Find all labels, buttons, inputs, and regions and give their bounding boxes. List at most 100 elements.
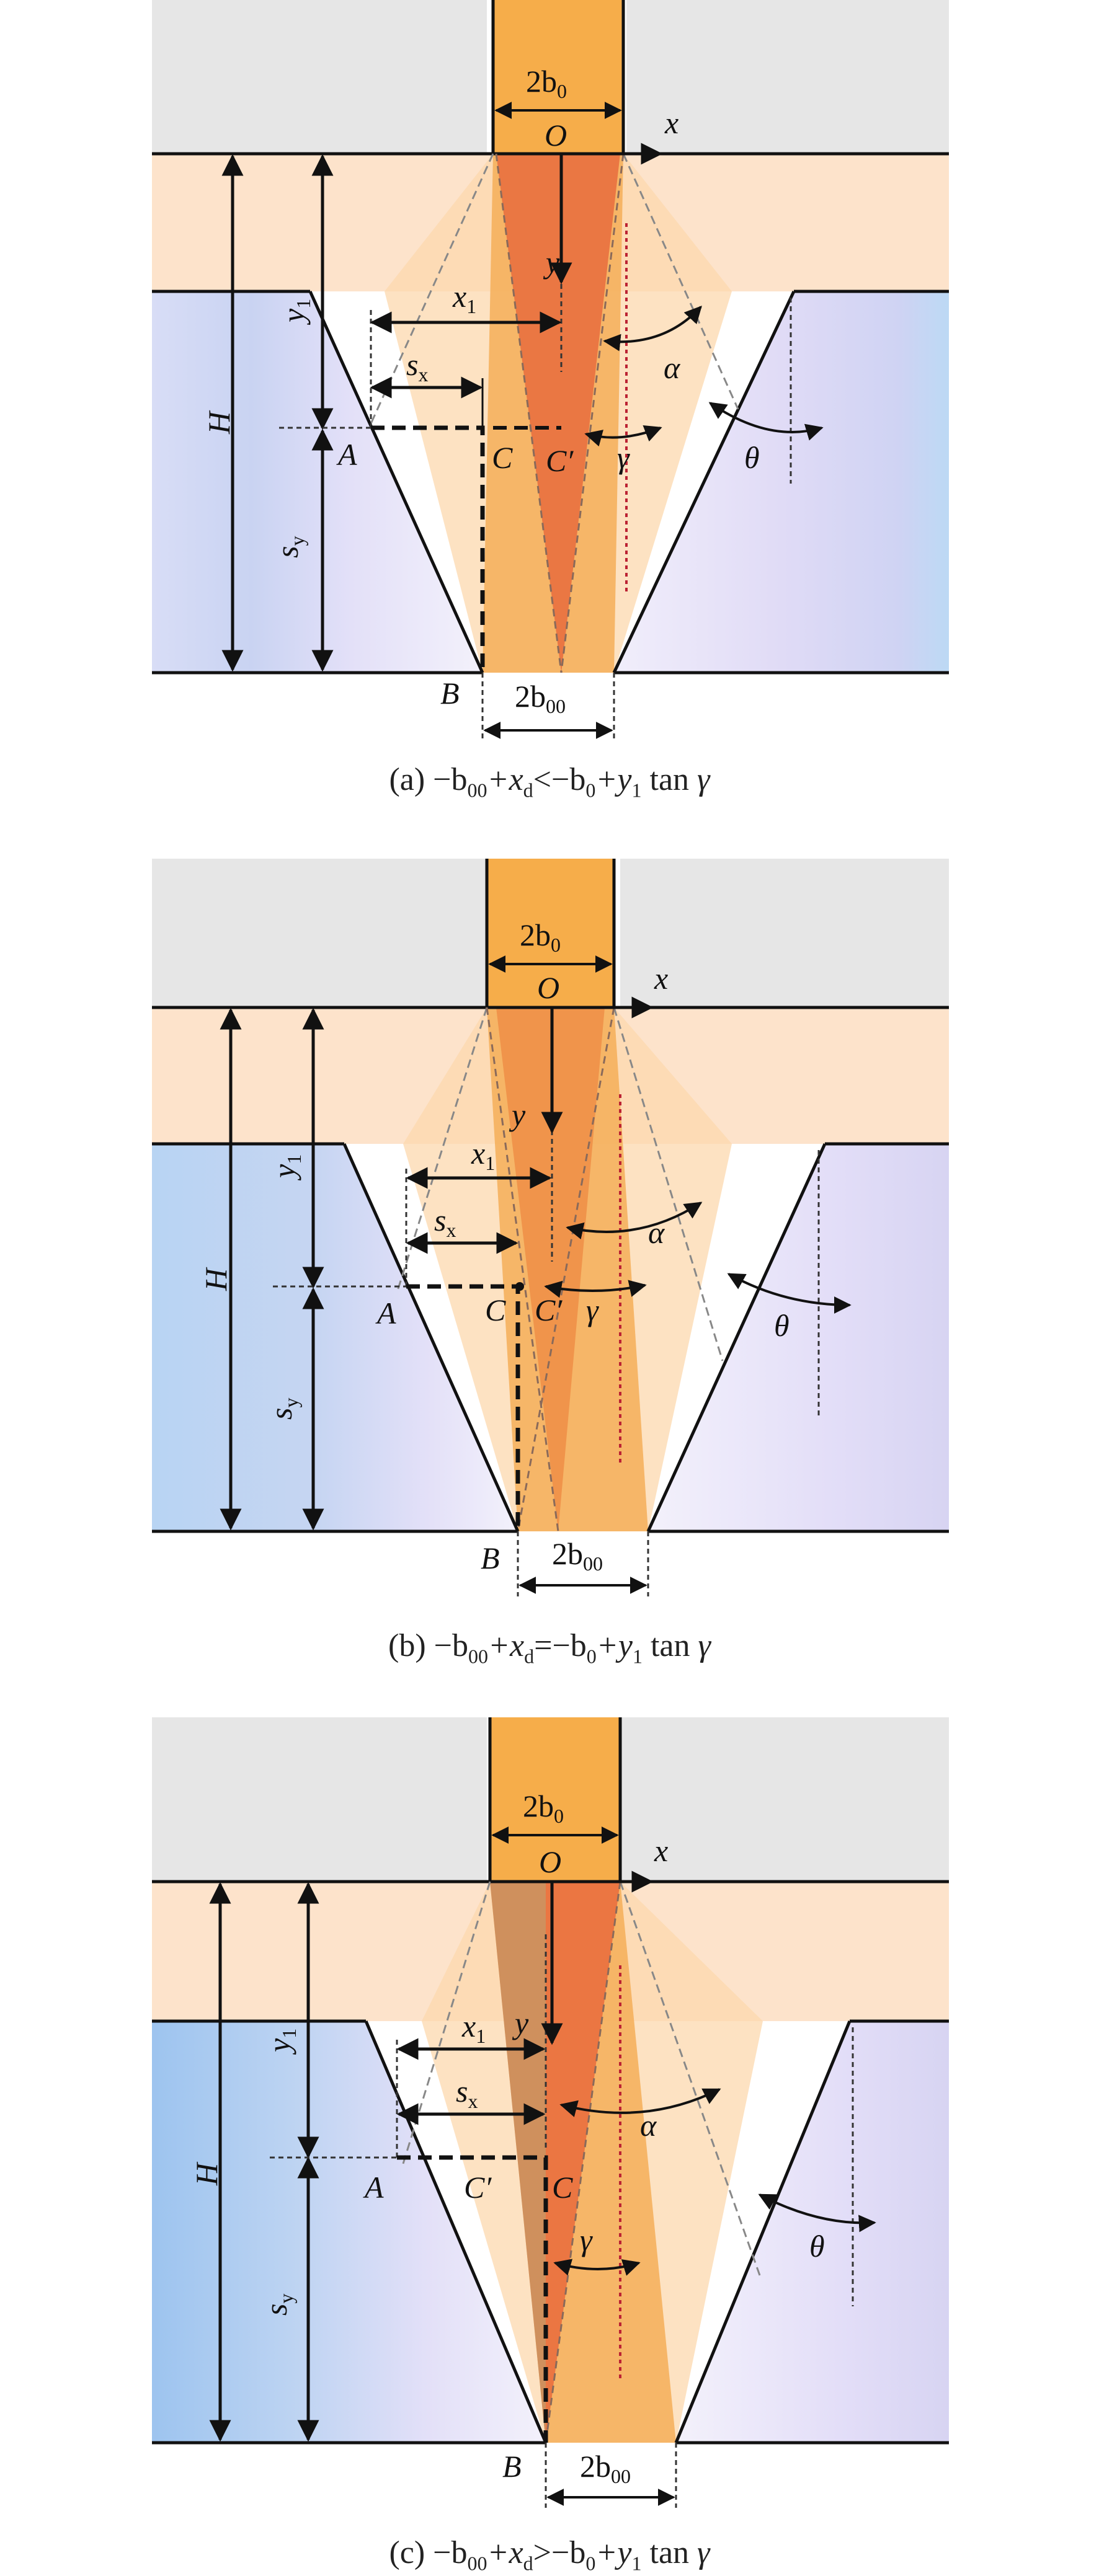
gamma-ref-line-2 <box>495 153 563 673</box>
label-A: A <box>363 2170 384 2205</box>
label-C: C <box>492 440 513 475</box>
groove-right-flank <box>646 1143 827 1533</box>
label-sy: sy <box>270 536 308 558</box>
caption-b: (b) −b00+xd=−b0+y1 tan γ <box>388 1628 711 1668</box>
wall-right <box>648 1144 949 1531</box>
cone-dashed-right <box>622 153 739 410</box>
label-C: C <box>552 2170 573 2205</box>
path-ACB <box>397 2155 548 2443</box>
label-2b00: 2b00 <box>552 1536 603 1575</box>
label-A: A <box>336 437 357 472</box>
tool-block-left <box>152 859 487 1007</box>
label-theta: θ <box>774 1308 790 1343</box>
gamma-ref-line <box>560 153 625 673</box>
label-C-prime: C′ <box>546 443 574 478</box>
beam-column <box>490 1717 620 1882</box>
label-2b0: 2b0 <box>526 64 567 102</box>
label-y1: y1 <box>276 299 314 325</box>
beam-column <box>487 859 614 1007</box>
label-H: H <box>202 410 236 435</box>
label-sx: sx <box>456 2074 478 2112</box>
gamma-ref-line <box>545 1881 621 2443</box>
gamma-arc <box>553 2259 641 2276</box>
label-C-prime: C′ <box>535 1293 563 1327</box>
label-x1: x1 <box>461 2009 486 2047</box>
label-H: H <box>198 1267 233 1291</box>
label-alpha: α <box>648 1215 665 1250</box>
cone-dashed-right <box>619 1881 761 2276</box>
label-y-axis: y <box>509 1097 526 1132</box>
alpha-arc <box>566 1202 703 1240</box>
panel-b: 2b0 O x y H y1 sy x1 sx A B C C′ α γ θ 2… <box>0 859 1099 1717</box>
label-y1: y1 <box>262 2029 300 2055</box>
wall-left <box>152 1144 518 1531</box>
tool-block-left <box>152 1717 487 1882</box>
alpha-arc <box>559 2088 721 2117</box>
label-O: O <box>545 118 567 153</box>
gamma-ref-line <box>517 1007 615 1532</box>
label-y1: y1 <box>267 1154 305 1181</box>
label-gamma: γ <box>580 2223 593 2257</box>
label-x1: x1 <box>471 1136 495 1174</box>
label-sx: sx <box>406 347 428 386</box>
label-2b00: 2b00 <box>580 2449 631 2487</box>
diagram-b: 2b0 O x y H y1 sy x1 sx A B C C′ α γ θ 2… <box>152 859 949 1596</box>
beam-core <box>496 1007 605 1531</box>
wall-left <box>152 2021 546 2443</box>
label-gamma: γ <box>617 440 630 475</box>
theta-arc <box>758 2193 876 2233</box>
label-y-axis: y <box>512 2006 529 2040</box>
groove-right-flank <box>612 290 796 674</box>
label-theta: θ <box>809 2229 825 2264</box>
gamma-ref-line-2 <box>486 1007 559 1532</box>
tool-block-right <box>620 859 949 1007</box>
label-2b00: 2b00 <box>515 679 566 717</box>
panel-c: 2b0 O x y H y1 sy x1 sx A B C′ C α γ θ 2… <box>0 1717 1099 2576</box>
label-B: B <box>502 2449 522 2484</box>
label-y-axis: y <box>543 245 560 280</box>
cone-dashed-right <box>613 1007 724 1361</box>
wall-right <box>614 291 949 673</box>
diagram-c: 2b0 O x y H y1 sy x1 sx A B C′ C α γ θ 2… <box>152 1717 949 2508</box>
path-ACB <box>371 425 485 673</box>
caption-c: (c) −b00+xd>−b0+y1 tan γ <box>389 2535 710 2575</box>
label-O: O <box>539 1844 561 1879</box>
label-B: B <box>481 1541 500 1575</box>
label-sx: sx <box>434 1203 456 1241</box>
label-A: A <box>375 1296 396 1330</box>
label-sy: sy <box>264 1398 302 1420</box>
gamma-arc <box>584 425 662 447</box>
groove-left-flank <box>364 2021 548 2443</box>
label-2b0: 2b0 <box>523 1789 564 1827</box>
theta-arc <box>708 402 824 441</box>
diagram-a: 2b0 O x y H y1 sy x1 sx A B C C′ α γ θ 2… <box>152 0 949 741</box>
point-C-dot <box>515 1282 524 1291</box>
groove-left-flank <box>308 290 484 674</box>
beam-core <box>496 154 620 673</box>
label-x-axis: x <box>664 105 679 140</box>
beam-column <box>493 0 623 154</box>
label-alpha: α <box>664 350 681 385</box>
label-C: C <box>485 1293 506 1327</box>
label-gamma: γ <box>586 1293 599 1327</box>
theta-arc <box>727 1273 852 1314</box>
label-alpha: α <box>640 2108 657 2143</box>
label-x-axis: x <box>654 1833 668 1868</box>
label-x1: x1 <box>452 279 476 317</box>
label-H: H <box>189 2161 224 2186</box>
gamma-arc <box>544 1280 647 1298</box>
label-x-axis: x <box>654 961 668 996</box>
caption-a: (a) −b00+xd<−b0+y1 tan γ <box>389 762 710 802</box>
tool-block-left <box>152 0 487 154</box>
tool-block-right <box>620 1717 949 1882</box>
panel-a: 2b0 O x y H y1 sy x1 sx A B C C′ α γ θ 2… <box>0 0 1099 859</box>
label-B: B <box>440 676 460 710</box>
beam-core-shadow <box>490 1882 546 2443</box>
label-2b0: 2b0 <box>520 918 561 956</box>
label-theta: θ <box>744 440 760 475</box>
label-O: O <box>537 970 559 1005</box>
label-sy: sy <box>259 2294 297 2316</box>
alpha-arc <box>603 305 702 352</box>
label-C-prime: C′ <box>464 2170 492 2205</box>
groove-left-flank <box>342 1143 520 1533</box>
